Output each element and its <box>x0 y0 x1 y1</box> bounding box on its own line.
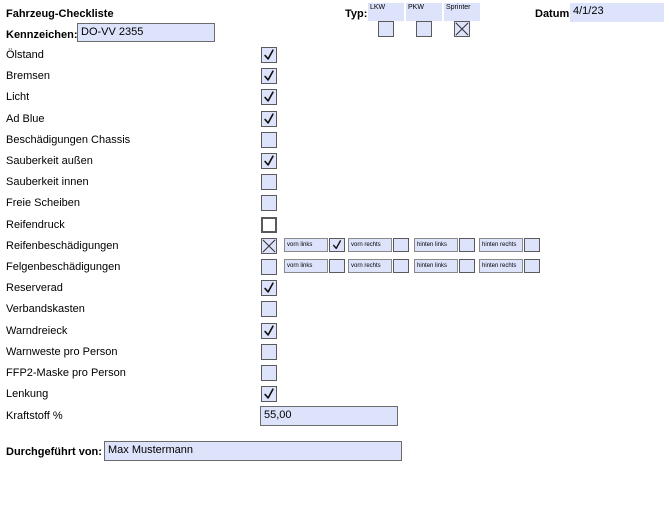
checkmark-icon <box>264 91 274 102</box>
item-checkbox[interactable] <box>261 259 277 275</box>
item-label: Warndreieck <box>6 325 68 337</box>
item-checkbox[interactable] <box>261 386 277 402</box>
item-label: Reifenbeschädigungen <box>6 240 119 252</box>
checkmark-icon <box>264 113 274 124</box>
checkmark-icon <box>264 155 274 166</box>
date-label: Datum: <box>535 8 573 20</box>
type-lkw-label: LKW <box>368 3 404 21</box>
tire-position-checkbox[interactable] <box>329 238 345 252</box>
tire-position-checkbox[interactable] <box>459 238 475 252</box>
tire-position-group: vorn links <box>284 259 346 273</box>
type-label: Typ: <box>345 8 368 20</box>
tire-position-checkbox[interactable] <box>393 259 409 273</box>
item-label: Reifendruck <box>6 219 65 231</box>
fuel-label: Kraftstoff % <box>6 410 63 422</box>
item-label: Reserverad <box>6 282 63 294</box>
tire-position-group: hinten rechts <box>479 259 541 273</box>
checkmark-icon <box>264 388 274 399</box>
item-checkbox[interactable] <box>261 68 277 84</box>
checkmark-icon <box>264 282 274 293</box>
item-label: Sauberkeit innen <box>6 176 89 188</box>
item-checkbox[interactable] <box>261 195 277 211</box>
item-label: Ölstand <box>6 49 44 61</box>
performed-field[interactable]: Max Mustermann <box>104 441 402 461</box>
tire-position-group: vorn rechts <box>348 259 410 273</box>
plate-field[interactable]: DO-VV 2355 <box>77 23 215 42</box>
performed-label: Durchgeführt von: <box>6 446 102 458</box>
tire-position-checkbox[interactable] <box>524 259 540 273</box>
date-field[interactable]: 4/1/23 <box>570 3 664 22</box>
item-checkbox[interactable] <box>261 153 277 169</box>
checkmark-icon <box>264 325 274 336</box>
tire-position-checkbox[interactable] <box>329 259 345 273</box>
item-checkbox[interactable] <box>261 217 277 233</box>
tire-position-checkbox[interactable] <box>459 259 475 273</box>
tire-position-group: hinten links <box>414 259 476 273</box>
item-checkbox[interactable] <box>261 323 277 339</box>
tire-position-group: hinten links <box>414 238 476 252</box>
checkmark-icon <box>332 240 342 250</box>
type-pkw-label: PKW <box>406 3 442 21</box>
item-label: Felgenbeschädigungen <box>6 261 121 273</box>
item-label: Verbandskasten <box>6 303 85 315</box>
item-label: FFP2-Maske pro Person <box>6 367 126 379</box>
fuel-field[interactable]: 55,00 <box>260 406 398 426</box>
type-sprinter-label: Sprinter <box>444 3 480 21</box>
tire-position-label: vorn rechts <box>348 238 392 252</box>
tire-position-label: vorn links <box>284 238 328 252</box>
form-title: Fahrzeug-Checkliste <box>6 8 114 20</box>
tire-position-label: hinten links <box>414 259 458 273</box>
tire-position-group: vorn rechts <box>348 238 410 252</box>
tire-position-label: vorn links <box>284 259 328 273</box>
item-checkbox[interactable] <box>261 344 277 360</box>
item-checkbox[interactable] <box>261 280 277 296</box>
type-lkw-checkbox[interactable] <box>378 21 394 37</box>
cross-icon <box>455 22 469 36</box>
tire-position-checkbox[interactable] <box>524 238 540 252</box>
item-label: Lenkung <box>6 388 49 400</box>
item-label: Warnweste pro Person <box>6 346 118 358</box>
item-checkbox[interactable] <box>261 47 277 63</box>
item-checkbox[interactable] <box>261 111 277 127</box>
tire-position-label: vorn rechts <box>348 259 392 273</box>
tire-position-label: hinten rechts <box>479 259 523 273</box>
item-label: Ad Blue <box>6 113 45 125</box>
item-label: Beschädigungen Chassis <box>6 134 131 146</box>
item-checkbox[interactable] <box>261 132 277 148</box>
checkmark-icon <box>264 70 274 81</box>
checkmark-icon <box>264 49 274 60</box>
plate-label: Kennzeichen: <box>6 29 78 41</box>
item-label: Licht <box>6 91 30 103</box>
item-checkbox[interactable] <box>261 238 277 254</box>
item-checkbox[interactable] <box>261 174 277 190</box>
item-label: Sauberkeit außen <box>6 155 93 167</box>
item-label: Bremsen <box>6 70 51 82</box>
tire-position-label: hinten links <box>414 238 458 252</box>
type-pkw-checkbox[interactable] <box>416 21 432 37</box>
tire-position-group: hinten rechts <box>479 238 541 252</box>
tire-position-label: hinten rechts <box>479 238 523 252</box>
item-checkbox[interactable] <box>261 365 277 381</box>
item-label: Freie Scheiben <box>6 197 80 209</box>
item-checkbox[interactable] <box>261 301 277 317</box>
cross-icon <box>262 239 276 253</box>
tire-position-checkbox[interactable] <box>393 238 409 252</box>
item-checkbox[interactable] <box>261 89 277 105</box>
tire-position-group: vorn links <box>284 238 346 252</box>
type-sprinter-checkbox[interactable] <box>454 21 470 37</box>
